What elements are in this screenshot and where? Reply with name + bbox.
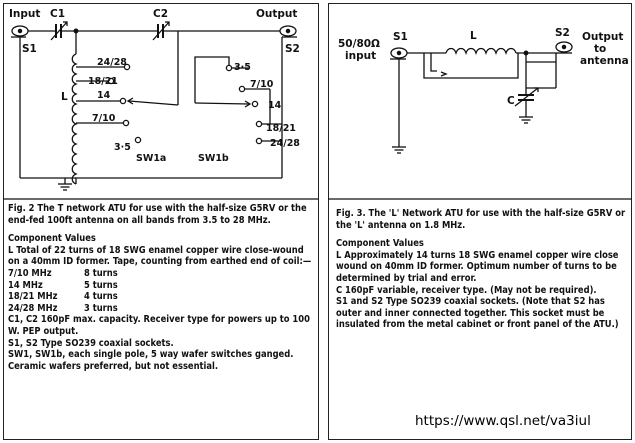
right-caption: Fig. 3. The 'L' Network ATU for use with…: [336, 208, 628, 331]
b-18-21-label: 18/21: [266, 123, 296, 134]
left-panel: [3, 3, 319, 440]
sw1a-wiper: [126, 31, 179, 106]
right-caption-c-text: C 160pF variable, receiver type. (May no…: [336, 284, 597, 296]
r-c-label: C: [507, 95, 515, 107]
r-output-label-3: antenna: [580, 55, 629, 67]
b-7-10-label: 7/10: [250, 79, 274, 90]
b-14-label: 14: [268, 100, 282, 111]
r-ground-symbol: [392, 146, 406, 154]
left-caption-sw-text: SW1, SW1b, each single pole, 5 way wafer…: [8, 349, 294, 372]
turns-band: 7/10 MHz: [8, 267, 52, 279]
b-24-28-label: 24/28: [270, 138, 300, 149]
sw1b-label: SW1b: [198, 153, 229, 164]
r-output-label-2: to: [594, 43, 606, 55]
c2-label: C2: [153, 8, 168, 20]
tap-14-label: 14: [97, 90, 111, 101]
tap-24-28-label: 24/28: [97, 57, 127, 68]
right-caption-l-text: L Approximately 14 turns 18 SWG enamel c…: [336, 249, 619, 284]
left-caption-l-text: L Total of 22 turns of 18 SWG enamel cop…: [8, 244, 312, 268]
left-caption-c-text: C1, C2 160pF max. capacity. Receiver typ…: [8, 314, 310, 337]
r-s2-socket: [555, 41, 573, 54]
tap-7-10-label: 7/10: [92, 113, 116, 124]
left-caption-title: Fig. 2 The T network ATU for use with th…: [8, 203, 307, 226]
turns-band: 14 MHz: [8, 279, 43, 291]
input-label: Input: [9, 8, 40, 20]
sw1a-label: SW1a: [136, 153, 166, 164]
tap-3-5-label: 3·5: [114, 142, 131, 153]
r-s2-label: S2: [555, 27, 570, 39]
r-output-label-1: Output: [582, 31, 623, 43]
l-label: L: [61, 91, 68, 103]
l-inductor: [71, 53, 78, 185]
output-label: Output: [256, 8, 297, 20]
right-caption-s-text: S1 and S2 Type SO239 coaxial sockets. (N…: [336, 296, 619, 331]
right-caption-heading: Component Values: [336, 238, 424, 250]
right-caption-title: Fig. 3. The 'L' Network ATU for use with…: [336, 208, 626, 231]
c1-label: C1: [50, 8, 65, 20]
s2-label: S2: [285, 43, 300, 55]
s1-label: S1: [22, 43, 37, 55]
r-input-label-1: 50/80Ω: [338, 38, 380, 50]
sw1b-wiper: [194, 100, 252, 108]
turns-count: 3 turns: [84, 302, 118, 314]
turns-band: 24/28 MHz: [8, 302, 58, 314]
r-s1-socket: [390, 47, 408, 60]
s1-socket: [11, 25, 29, 38]
s2-socket: [279, 25, 297, 38]
ground-symbol: [58, 183, 72, 191]
left-caption-heading: Component Values: [8, 233, 96, 245]
right-panel: [328, 3, 632, 440]
left-caption-s-text: S1, S2 Type SO239 coaxial sockets.: [8, 337, 174, 349]
left-caption: Fig. 2 The T network ATU for use with th…: [8, 203, 314, 372]
r-l-inductor: [445, 47, 517, 56]
turns-band: 18/21 MHz: [8, 291, 58, 303]
b-3-5-label: 3·5: [234, 62, 251, 73]
r-l-label: L: [470, 30, 477, 42]
turns-count: 8 turns: [84, 267, 118, 279]
sw1b-contacts: [194, 56, 282, 145]
watermark-url: https://www.qsl.net/va3iul: [412, 413, 594, 429]
tap-18-21-label: 18/21: [88, 76, 118, 87]
turns-count: 4 turns: [84, 291, 118, 303]
r-input-label-2: input: [345, 50, 376, 62]
sw1a-contacts: [76, 63, 142, 144]
turns-table: 7/10 MHz 8 turns 14 MHz 5 turns 18/21 MHz 4…: [8, 268, 314, 314]
r-s1-label: S1: [393, 31, 408, 43]
r-c-ground: [519, 116, 533, 124]
turns-count: 5 turns: [84, 279, 118, 291]
